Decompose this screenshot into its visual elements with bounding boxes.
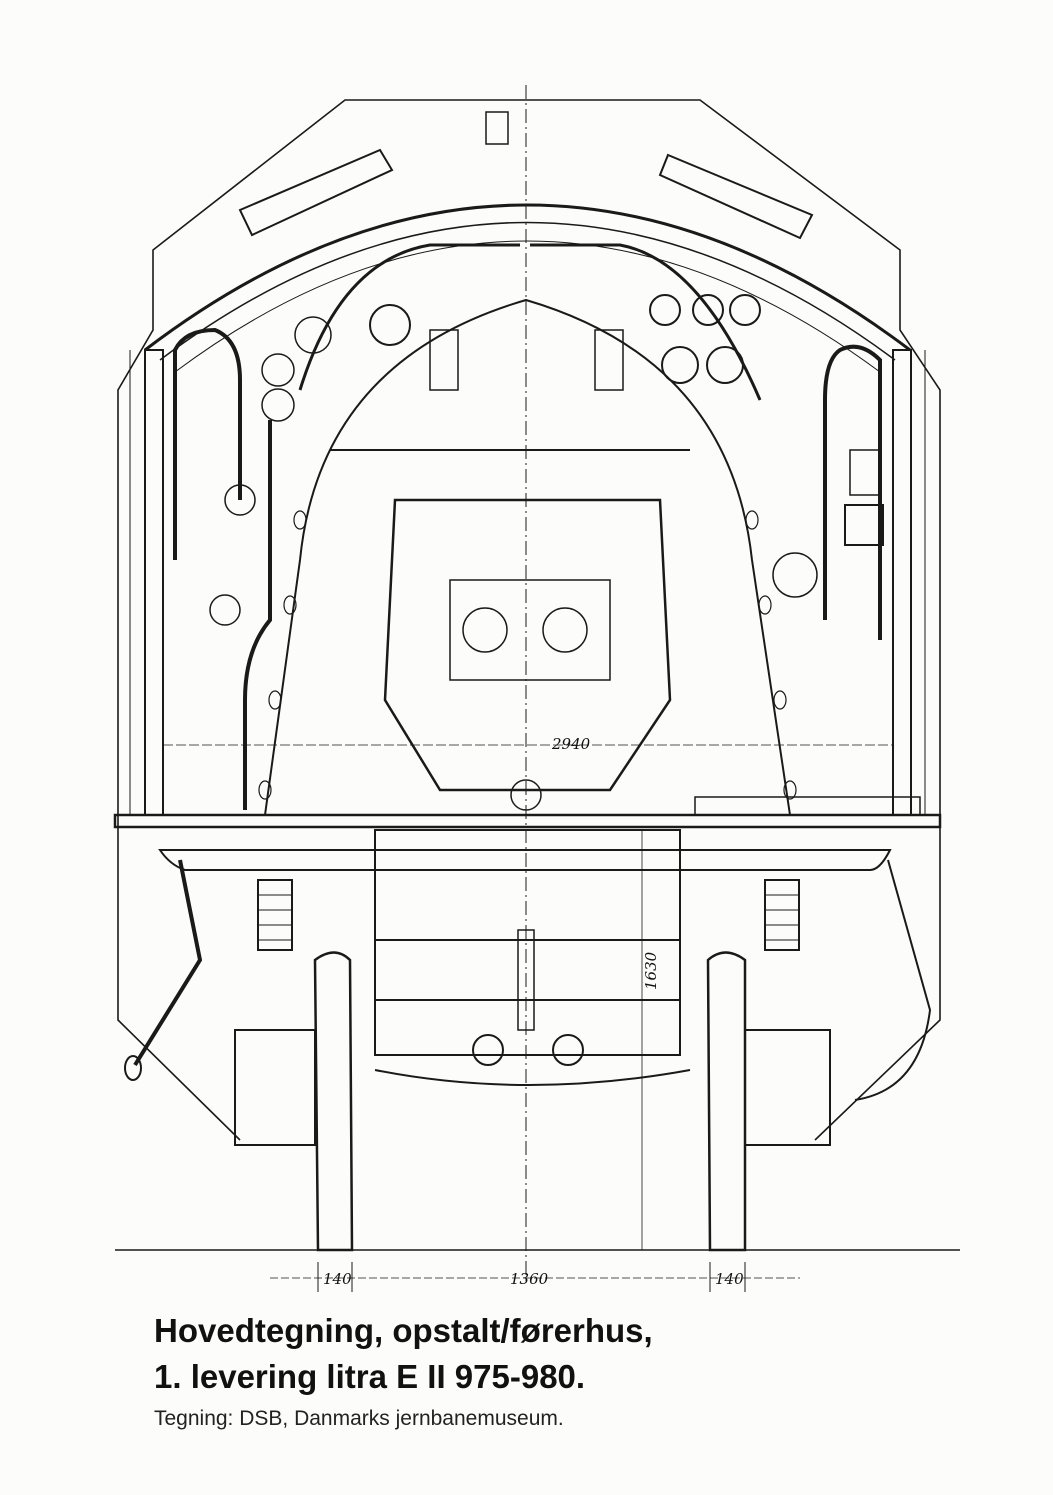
frame-eye-left <box>472 1034 504 1066</box>
cab-floor <box>113 813 942 829</box>
dim-label-gauge: 1360 <box>510 1270 549 1288</box>
gauge-right-4 <box>661 346 699 384</box>
spring-left <box>257 879 293 951</box>
gauge-left <box>369 304 411 346</box>
wheel-right <box>706 951 747 1252</box>
pipe-left-main <box>243 420 272 810</box>
handwheel-2 <box>261 353 295 387</box>
water-gauge-left <box>429 329 459 391</box>
roof-ventilator-left <box>238 148 394 237</box>
dim-ticks <box>317 1262 746 1292</box>
roof-arc-outer <box>144 203 911 352</box>
wall-right <box>892 349 912 816</box>
boiler-backhead <box>263 298 792 816</box>
caption-title-line1: Hovedtegning, opstalt/førerhus, <box>154 1312 653 1349</box>
firebox-frame <box>383 498 672 792</box>
frame-bottom-curve <box>374 1069 691 1086</box>
rivets <box>258 510 797 800</box>
dim-label-1630: 1630 <box>642 951 660 990</box>
firedoor-wheel-left <box>462 607 508 653</box>
gauge-right-1 <box>649 294 681 326</box>
underframe <box>158 849 892 871</box>
drain-pipe-left <box>133 859 203 1067</box>
pipe-top-left <box>298 243 520 391</box>
gauge-right-2 <box>692 294 724 326</box>
spring-right <box>764 879 800 951</box>
roof-ventilator-right <box>658 153 814 240</box>
dim-label-flange-right: 140 <box>715 1270 744 1288</box>
pipe-right-loop <box>823 344 882 640</box>
roof-top-fitting <box>485 111 509 145</box>
water-gauge-right <box>594 329 624 391</box>
firedoor-plate <box>449 579 611 681</box>
caption-credit: Tegning: DSB, Danmarks jernbanemuseum. <box>154 1407 564 1430</box>
axlebox-right <box>744 1029 831 1146</box>
wall-left <box>144 349 164 816</box>
caption-title-line2: 1. levering litra E II 975-980. <box>154 1358 586 1395</box>
handwheel-3 <box>261 388 295 422</box>
floor-plate-right <box>694 796 921 816</box>
control-box-right <box>844 504 884 546</box>
pipe-left-loop <box>173 327 242 560</box>
dim-label-2940: 2940 <box>551 735 591 753</box>
handwheel-5 <box>209 594 241 626</box>
control-box-right-2 <box>849 449 881 496</box>
dim-label-flange-left: 140 <box>323 1270 352 1288</box>
technical-drawing: 2940 1630 140 1360 140 <box>113 85 960 1292</box>
drain-pipe-end <box>124 1055 142 1081</box>
firehole-center <box>510 779 542 811</box>
spring-coils <box>258 894 799 941</box>
handwheel-6 <box>772 552 818 598</box>
frame-pin <box>517 929 535 1031</box>
frame-eye-right <box>552 1034 584 1066</box>
gauge-right-3 <box>729 294 761 326</box>
roof-arc-inner <box>159 221 896 361</box>
handwheel-1 <box>294 316 332 354</box>
pipe-top-right <box>530 243 762 401</box>
hose-right <box>854 859 932 1101</box>
frame-box <box>374 829 681 1056</box>
cab-outer-outline <box>117 99 941 1141</box>
axlebox-left <box>234 1029 316 1146</box>
firedoor-wheel-right <box>542 607 588 653</box>
roof-arc-inner2 <box>174 240 881 373</box>
wheel-left <box>313 951 354 1252</box>
